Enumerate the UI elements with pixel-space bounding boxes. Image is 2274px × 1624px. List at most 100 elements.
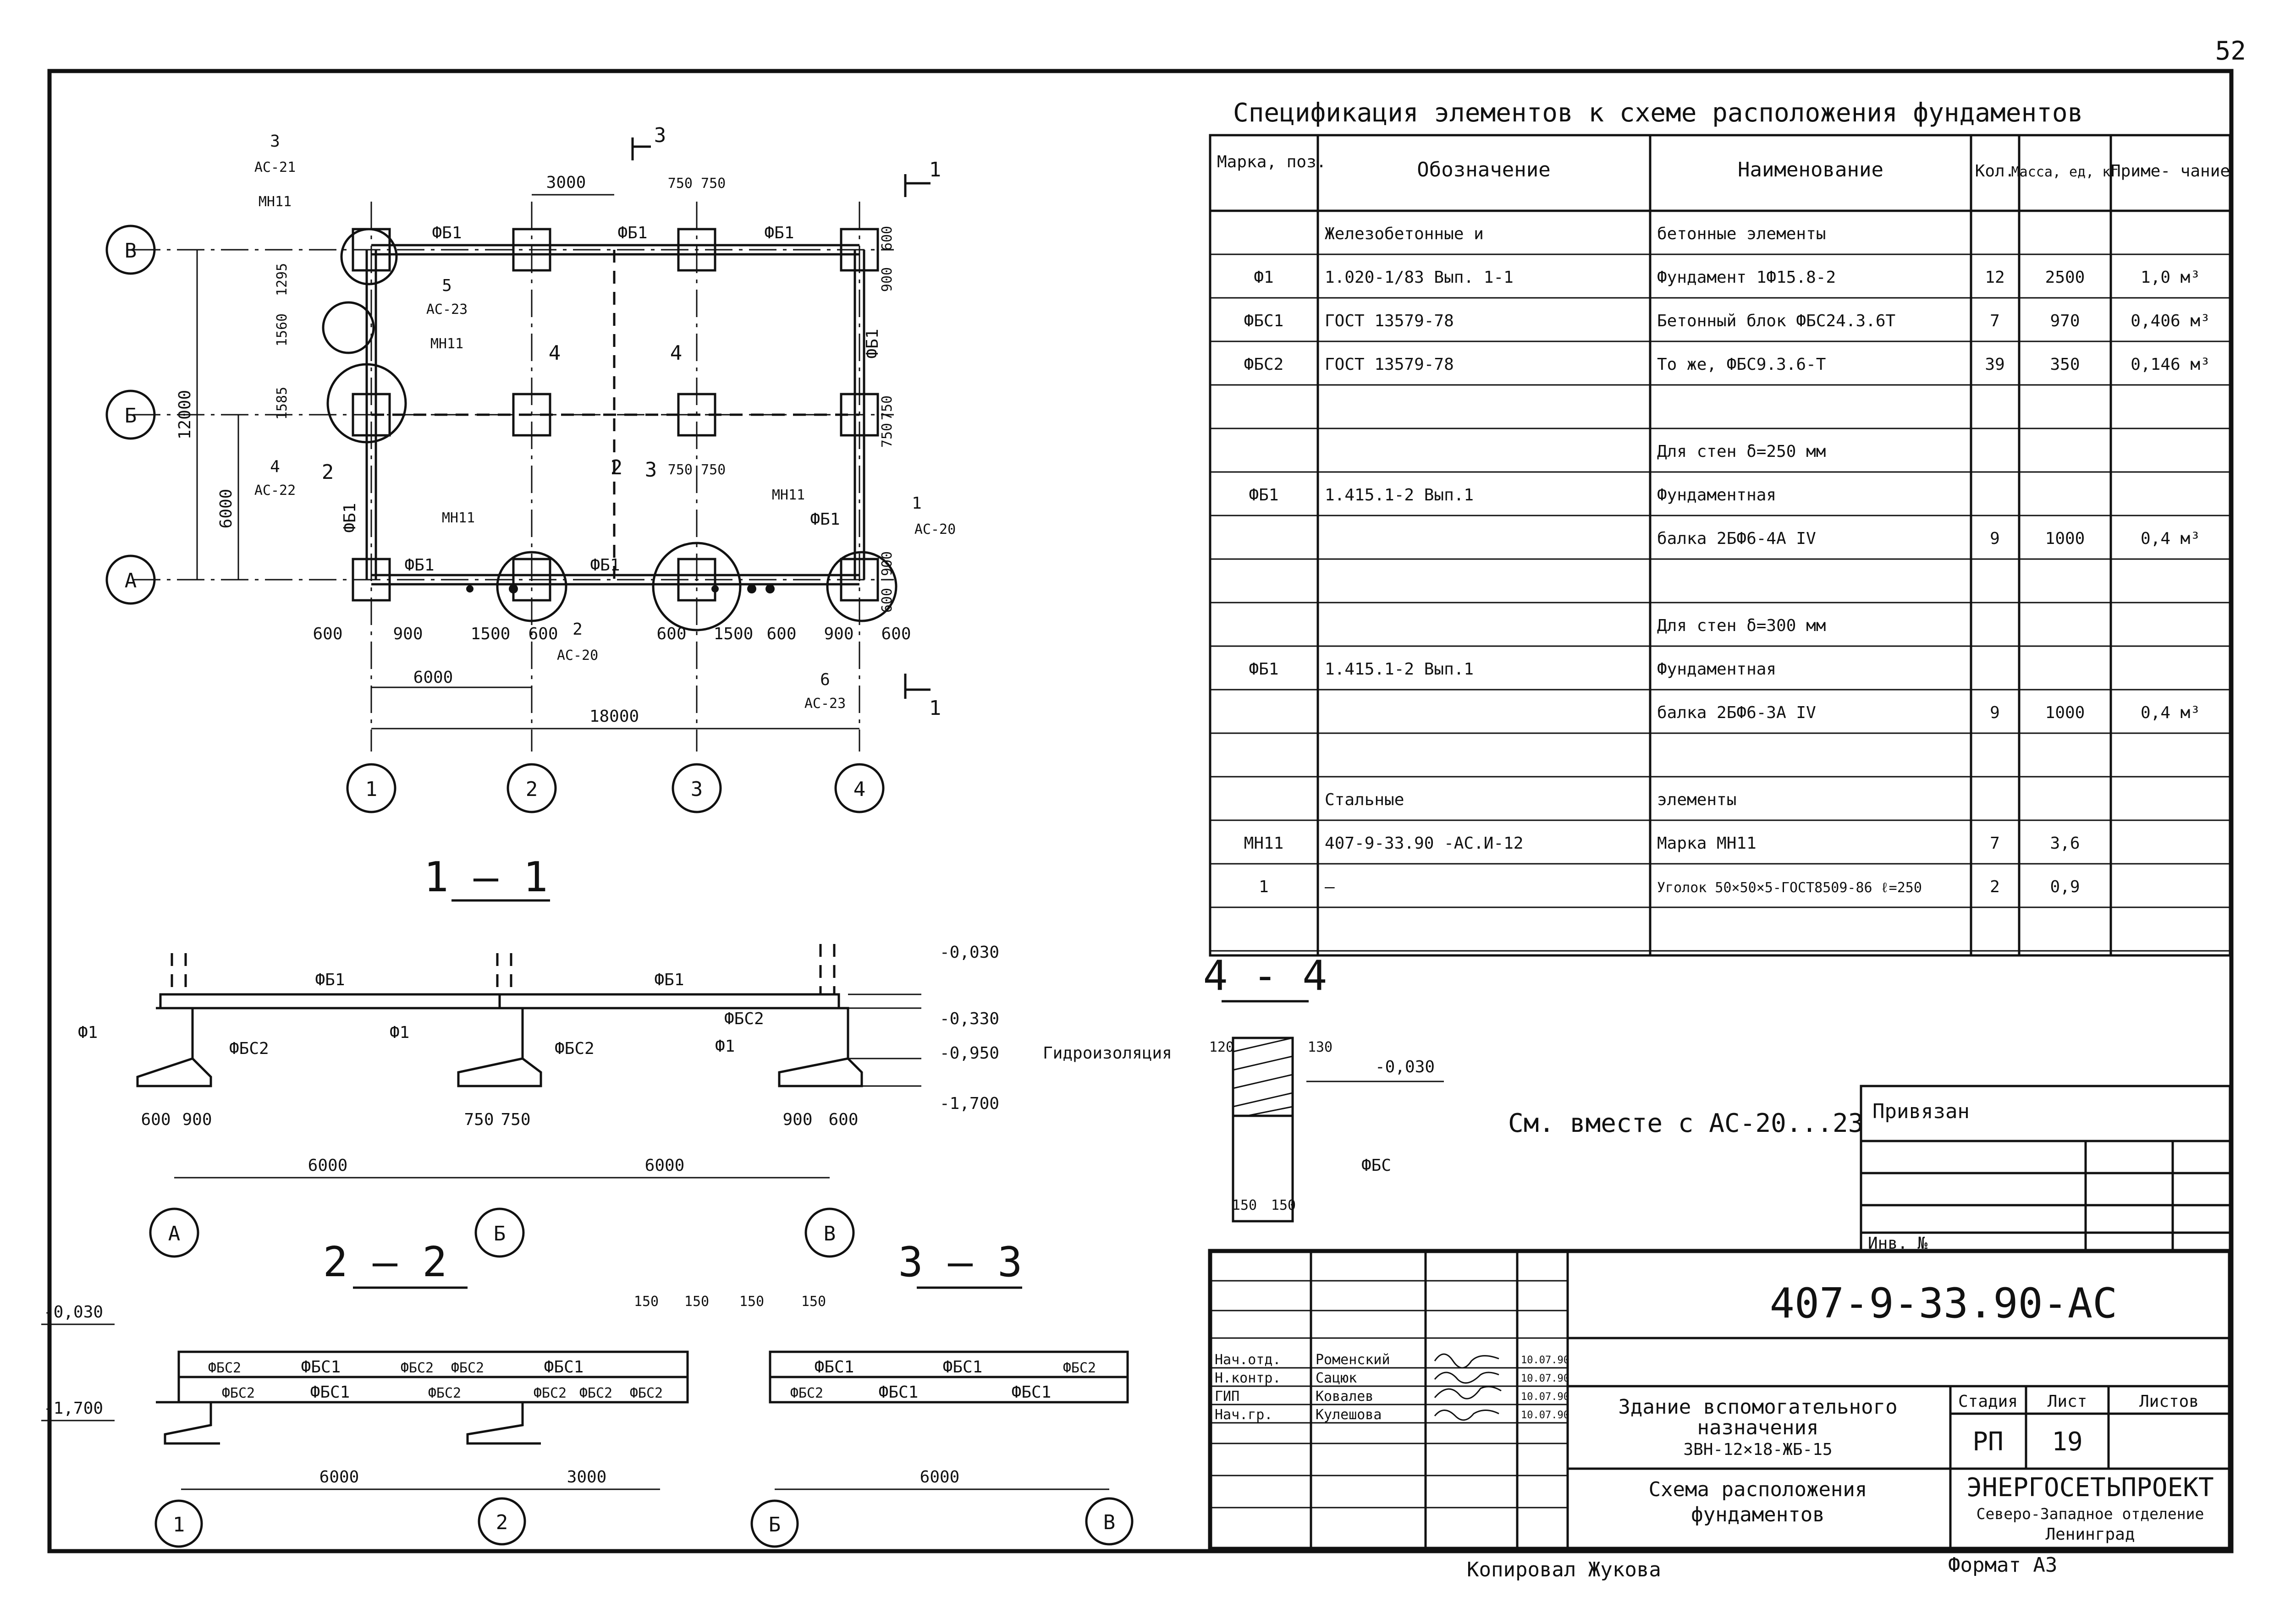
spec-cell-r2-c2: Бетонный блок ФБС24.3.6Т — [1657, 312, 1895, 330]
spec-cell-r7-c3: 9 — [1990, 529, 2000, 548]
s11-elev-0030: -0,030 — [940, 943, 999, 962]
s44-fbs: ФБС — [1361, 1156, 1391, 1175]
binding-block: Привязан Инв. № — [1860, 1085, 2231, 1253]
s33-dim-6000: 6000 — [920, 1468, 960, 1487]
dim-600-b: 600 — [528, 625, 558, 643]
section-2-2: 2 — 2 ФБС2 ФБС1 ФБС2 ФБС2 ФБС1 ФБС2 ФБС1… — [41, 1238, 709, 1548]
name-2: Сацюк — [1316, 1370, 1357, 1386]
dim-600-right-b: 600 — [879, 588, 895, 613]
s22-axis-1: 1 — [173, 1513, 185, 1536]
spec-cell-r1-c0: Ф1 — [1254, 268, 1273, 287]
s22-fbs2-c: ФБС2 — [451, 1360, 484, 1376]
label-fb1-right: ФБ1 — [863, 329, 882, 358]
s44-elev-0030: -0,030 — [1375, 1058, 1435, 1076]
s33-dim-150-a: 150 — [739, 1294, 764, 1310]
date-4: 10.07.90 — [1521, 1410, 1569, 1421]
sheets-header: Листов — [2139, 1392, 2199, 1411]
sheet-header: Лист — [2048, 1392, 2087, 1411]
spec-cell-r10-c2: Фундаментная — [1657, 660, 1776, 679]
bound-label: Привязан — [1872, 1100, 1970, 1123]
spec-cell-r3-c4: 350 — [2050, 355, 2080, 374]
signature-1 — [1434, 1353, 1499, 1369]
axis-label-4: 4 — [853, 778, 866, 801]
drawing-name-2: фундаментов — [1691, 1503, 1824, 1526]
callout-2: 2 — [573, 620, 583, 639]
dim-1560-a: 1560 — [274, 313, 290, 346]
callout-ac20-right: АС-20 — [914, 521, 956, 538]
dim-3000: 3000 — [546, 173, 586, 192]
dim-600-e: 600 — [881, 625, 911, 643]
callout-ac21: АС-21 — [254, 159, 296, 176]
spec-header-mark: Марка, поз. — [1217, 153, 1326, 171]
axis-bubble-a — [105, 554, 156, 605]
spec-cell-r6-c0: ФБ1 — [1249, 486, 1278, 505]
role-3: ГИП — [1215, 1388, 1239, 1405]
spec-cell-r15-c0: 1 — [1259, 878, 1269, 896]
axis-label-2: 2 — [526, 778, 538, 801]
section-3-3: 3 — 3 ФБС1 ФБС1 ФБС2 ФБС2 ФБС1 ФБС1 150 … — [739, 1238, 1134, 1548]
signature-2 — [1434, 1372, 1499, 1384]
spec-cell-r10-c0: ФБ1 — [1249, 660, 1278, 679]
axis-label-1: 1 — [365, 778, 378, 801]
dim-900-right: 900 — [879, 267, 895, 292]
s11-dim-6000-a: 6000 — [308, 1156, 348, 1175]
building-code: 3ВН-12×18-ЖБ-15 — [1683, 1440, 1832, 1459]
spec-cell-r3-c1: ГОСТ 13579-78 — [1325, 355, 1454, 374]
section-marker-2: 2 — [611, 456, 623, 479]
dim-1585: 1585 — [274, 387, 290, 420]
spec-cell-r15-c1: — — [1325, 878, 1335, 896]
spec-title: Спецификация элементов к схеме расположе… — [1233, 98, 2083, 128]
spec-header-mass: Масса, ед, кг — [2011, 164, 2119, 180]
section-marker-1-bottom: 1 — [929, 697, 942, 720]
organization-name: ЭНЕРГОСЕТЬПРОЕКТ — [1966, 1473, 2213, 1503]
s11-dim-6000-b: 6000 — [645, 1156, 685, 1175]
s11-f1-c: Ф1 — [715, 1037, 735, 1056]
spec-cell-r13-c1: Стальные — [1325, 790, 1404, 809]
spec-cell-r2-c4: 970 — [2050, 312, 2080, 330]
spec-cell-r11-c4: 1000 — [2045, 703, 2085, 722]
spec-cell-r1-c3: 12 — [1985, 268, 2004, 287]
section-marker-1-top: 1 — [929, 158, 942, 181]
axis-bubble-v — [105, 225, 156, 275]
section-11-title: 1 — 1 — [424, 853, 548, 901]
dim-750-right-b: 750 — [879, 423, 895, 448]
s11-fbs2-b: ФБС2 — [555, 1039, 595, 1058]
dim-1500-b: 1500 — [714, 625, 754, 643]
s33-dim-150-b: 150 — [801, 1294, 826, 1310]
s33-axis-v: В — [1103, 1511, 1116, 1534]
stage-header: Стадия — [1958, 1392, 2018, 1411]
dim-900-a: 900 — [393, 625, 423, 643]
date-2: 10.07.90 — [1521, 1373, 1569, 1384]
axis-bubble-3 — [672, 763, 722, 813]
spec-cell-r3-c5: 0,146 м³ — [2131, 355, 2210, 374]
spec-cell-r1-c2: Фундамент 1Ф15.8-2 — [1657, 268, 1836, 287]
section-4-4: 4 - 4 Гидроизоляция ФБС -0,030 120 130 1… — [1043, 952, 1444, 1223]
name-4: Кулешова — [1316, 1407, 1382, 1423]
building-name-1: Здание вспомогательного — [1618, 1395, 1897, 1419]
spec-cell-r6-c2: Фундаментная — [1657, 486, 1776, 505]
axis-bubble-2 — [507, 763, 557, 813]
s22-dim-150-b: 150 — [684, 1294, 709, 1310]
s11-dim-900-a: 900 — [182, 1110, 212, 1129]
spec-header-qty: Кол. — [1975, 162, 2015, 181]
s33-fbs2-b: ФБС2 — [790, 1385, 823, 1401]
paper-format: Формат А3 — [1948, 1553, 2057, 1577]
spec-cell-r10-c1: 1.415.1-2 Вып.1 — [1325, 660, 1474, 679]
s11-dim-600-a: 600 — [141, 1110, 171, 1129]
dim-600-right: 600 — [879, 226, 895, 251]
spec-cell-r15-c4: 0,9 — [2050, 878, 2080, 896]
foundation-plan: В Б А 1 2 3 4 12000 6000 18000 6000 3000… — [105, 124, 956, 813]
spec-cell-r1-c1: 1.020-1/83 Вып. 1-1 — [1325, 268, 1514, 287]
signature-4 — [1434, 1410, 1499, 1421]
dim-900-right-b: 900 — [879, 551, 895, 576]
dim-1295: 1295 — [274, 263, 290, 296]
see-also-note: См. вместе с АС-20...23 — [1508, 1108, 1863, 1138]
title-block: 407-9-33.90-АС Нач.отд. Н.контр. ГИП Нач… — [1208, 1249, 2232, 1551]
axis-label-a: А — [125, 569, 137, 593]
section-22-title: 2 — 2 — [323, 1238, 447, 1286]
label-fb1-top-c: ФБ1 — [764, 224, 794, 242]
axis-bubble-b — [105, 390, 156, 440]
s11-dim-900-b: 900 — [782, 1110, 812, 1129]
